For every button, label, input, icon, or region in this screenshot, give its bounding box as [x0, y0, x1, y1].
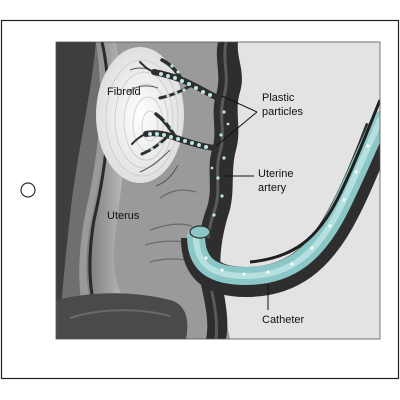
label-plastic-particles-line2: particles — [262, 106, 303, 118]
diagram-panel-border — [55, 41, 381, 340]
label-uterine-artery-line2: artery — [258, 182, 287, 194]
pelvic-tissue — [216, 42, 380, 339]
fibroid-branch-lower — [131, 112, 217, 156]
label-uterus: Uterus — [107, 210, 140, 222]
outer-frame — [0, 19, 400, 380]
particles-in-artery — [210, 110, 230, 217]
uterus-outer-wall — [56, 42, 96, 339]
diagram-panel — [56, 42, 380, 339]
catheter-tip — [189, 225, 211, 239]
leader-lines — [215, 95, 269, 310]
particles-in-catheter — [204, 144, 370, 276]
open-circle-icon — [20, 182, 36, 198]
label-plastic-particles-line1: Plastic — [262, 92, 295, 104]
cervix-dark-mass — [56, 293, 188, 339]
fibroid — [96, 47, 184, 183]
label-uterine-artery-line1: Uterine — [258, 168, 293, 180]
fibroid-branch-upper — [139, 58, 221, 101]
label-catheter: Catheter — [262, 314, 305, 326]
label-fibroid: Fibroid — [107, 86, 141, 98]
